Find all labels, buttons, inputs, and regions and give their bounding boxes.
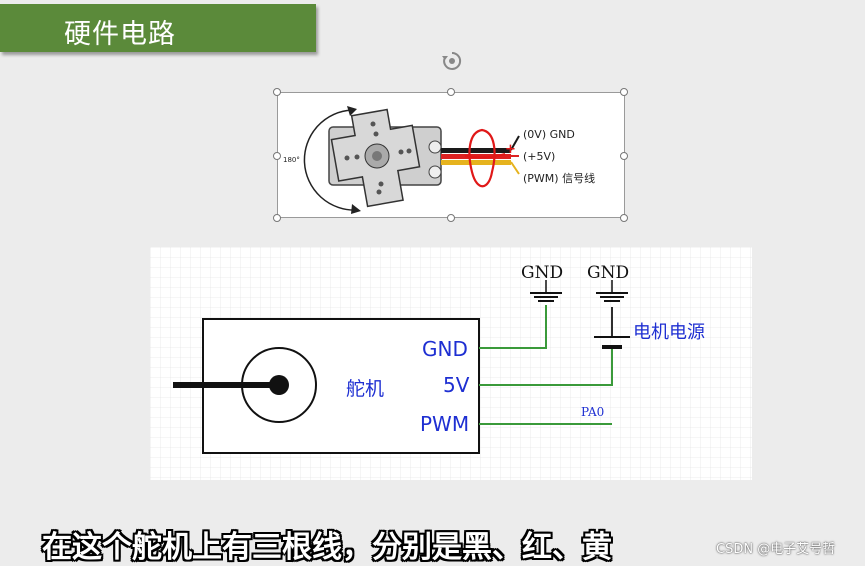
- pa0-net-label: PA0: [581, 405, 605, 419]
- wire-gnd-label: (0V) GND: [523, 128, 575, 141]
- rotation-angle-label: 180°: [283, 156, 300, 164]
- watermark: CSDN @电子艾号哲: [716, 542, 836, 557]
- resize-handle-top-right[interactable]: [620, 88, 628, 96]
- resize-handle-bottom-left[interactable]: [273, 214, 281, 222]
- pin-5v-label: 5V: [443, 373, 470, 397]
- pin-pwm-label: PWM: [420, 412, 470, 436]
- servo-picture[interactable]: 180° + (0V) GND (+5V) (PWM) 信号线: [277, 92, 625, 218]
- rotate-handle-icon[interactable]: [440, 50, 464, 74]
- resize-handle-bottom[interactable]: [447, 214, 455, 222]
- plus-annotation: +: [505, 142, 516, 157]
- motor-power-label: 电机电源: [633, 322, 705, 343]
- gnd-symbol-label-1: GND: [521, 263, 564, 283]
- resize-handle-left[interactable]: [273, 152, 281, 160]
- slide-title: 硬件电路: [64, 19, 176, 50]
- wire-pwm-label: (PWM) 信号线: [523, 172, 596, 185]
- servo-label: 舵机: [346, 378, 385, 400]
- selection-border: [277, 92, 625, 218]
- pin-gnd-label: GND: [422, 337, 468, 361]
- resize-handle-top[interactable]: [447, 88, 455, 96]
- resize-handle-top-left[interactable]: [273, 88, 281, 96]
- servo-schematic: GND GND 电机电源 GND 5V PWM 舵机 PA0: [150, 247, 752, 480]
- wire-5v-label: (+5V): [523, 150, 556, 163]
- gnd-symbol-label-2: GND: [587, 263, 630, 283]
- slide-title-bar: 硬件电路: [0, 4, 316, 52]
- resize-handle-bottom-right[interactable]: [620, 214, 628, 222]
- video-subtitle: 在这个舵机上有三根线，分别是黑、红、黄: [42, 530, 612, 565]
- resize-handle-right[interactable]: [620, 152, 628, 160]
